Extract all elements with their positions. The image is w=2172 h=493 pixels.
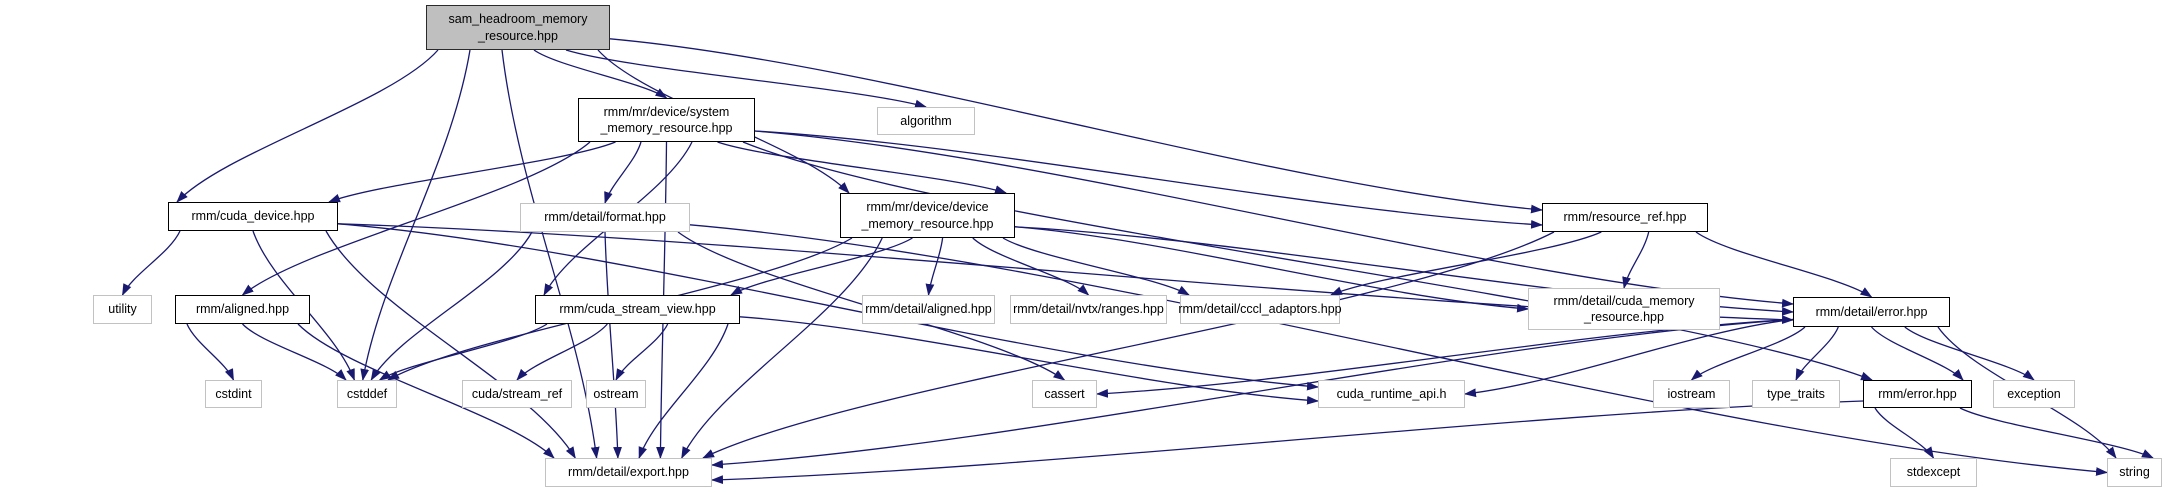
node-cassert[interactable]: cassert — [1032, 380, 1097, 408]
node-string[interactable]: string — [2107, 458, 2162, 487]
edge-cuda_device-to-utility — [121, 230, 181, 296]
edge-device_mr-to-nvtx — [972, 237, 1090, 296]
edge-resource_ref-to-cuda_mem — [1622, 231, 1650, 289]
node-aligned[interactable]: rmm/aligned.hpp — [175, 295, 310, 324]
edge-system-to-format — [604, 141, 642, 204]
edge-sam-to-cstddef — [360, 49, 471, 381]
edge-device_mr-to-stream_view — [730, 237, 913, 296]
node-label: rmm/mr/device/device _memory_resource.hp… — [861, 200, 994, 231]
edge-det_error-to-rmm_error — [1871, 326, 1964, 381]
edge-det_error-to-export — [711, 318, 1794, 469]
node-label: rmm/detail/error.hpp — [1815, 304, 1928, 319]
node-det-error[interactable]: rmm/detail/error.hpp — [1793, 297, 1950, 327]
edge-system-to-device_mr — [717, 141, 1007, 194]
node-label: rmm/detail/cccl_adaptors.hpp — [1178, 302, 1342, 317]
node-label: cstddef — [346, 386, 388, 401]
node-label: rmm/detail/aligned.hpp — [865, 302, 992, 317]
edge-aligned-to-cstdint — [186, 323, 235, 381]
node-label: cassert — [1044, 386, 1085, 401]
node-format[interactable]: rmm/detail/format.hpp — [520, 203, 690, 232]
node-label: sam_headroom_memory _resource.hpp — [448, 12, 588, 43]
node-nvtx[interactable]: rmm/detail/nvtx/ranges.hpp — [1010, 295, 1167, 324]
node-label: rmm/detail/nvtx/ranges.hpp — [1013, 302, 1164, 317]
node-iostream[interactable]: iostream — [1653, 380, 1730, 408]
edge-det_error-to-exception — [1904, 326, 2035, 381]
edge-stream_view-to-cstddef — [378, 323, 548, 381]
node-label: cstdint — [215, 386, 252, 401]
edge-format-to-string — [689, 224, 2108, 476]
edge-det_error-to-type_traits — [1795, 326, 1839, 381]
node-label: rmm/resource_ref.hpp — [1563, 210, 1687, 225]
node-system[interactable]: rmm/mr/device/system _memory_resource.hp… — [578, 98, 755, 142]
edge-cuda_device-to-cuda_runtime — [337, 223, 1319, 391]
node-cstddef[interactable]: cstddef — [337, 380, 397, 408]
node-cuda-mem[interactable]: rmm/detail/cuda_memory _resource.hpp — [1528, 288, 1720, 330]
node-cstdint[interactable]: cstdint — [205, 380, 262, 408]
edge-rmm_error-to-stdexcept — [1874, 407, 1935, 459]
edge-format-to-export — [604, 231, 622, 459]
node-label: rmm/detail/cuda_memory _resource.hpp — [1553, 293, 1695, 325]
node-stream-view[interactable]: rmm/cuda_stream_view.hpp — [535, 295, 740, 324]
edge-device_mr-to-det_aligned — [925, 237, 944, 296]
node-label: rmm/error.hpp — [1878, 386, 1957, 401]
edge-system-to-cuda_device — [328, 141, 616, 203]
node-stream-ref[interactable]: cuda/stream_ref — [462, 380, 572, 408]
node-label: ostream — [593, 386, 639, 401]
node-label: rmm/mr/device/system _memory_resource.hp… — [600, 104, 733, 136]
node-rmm-error[interactable]: rmm/error.hpp — [1863, 380, 1972, 408]
node-sam[interactable]: sam_headroom_memory _resource.hpp — [426, 5, 610, 50]
edge-det_error-to-cuda_runtime — [1464, 318, 1794, 398]
node-stdexcept[interactable]: stdexcept — [1890, 458, 1977, 487]
node-label: rmm/detail/format.hpp — [544, 210, 666, 225]
node-type-traits[interactable]: type_traits — [1752, 380, 1840, 408]
edge-cuda_device-to-export — [325, 230, 576, 459]
node-device-mr[interactable]: rmm/mr/device/device _memory_resource.hp… — [840, 193, 1015, 238]
edge-stream_view-to-cuda_runtime — [739, 316, 1319, 405]
edge-sam-to-system — [533, 49, 668, 99]
edge-sam-to-cuda_device — [176, 49, 439, 203]
node-utility[interactable]: utility — [93, 295, 152, 324]
node-label: cuda_runtime_api.h — [1336, 386, 1447, 401]
node-cuda-runtime[interactable]: cuda_runtime_api.h — [1318, 380, 1465, 408]
edge-resource_ref-to-cccl — [1330, 231, 1602, 296]
node-cccl[interactable]: rmm/detail/cccl_adaptors.hpp — [1178, 295, 1342, 324]
edge-format-to-cstddef — [370, 231, 533, 381]
edge-stream_view-to-ostream — [615, 323, 669, 381]
node-label: rmm/aligned.hpp — [195, 302, 290, 317]
edge-stream_view-to-export — [638, 323, 729, 459]
node-cuda-device[interactable]: rmm/cuda_device.hpp — [168, 202, 338, 231]
edge-rmm_error-to-string — [1959, 407, 2154, 459]
node-det-aligned[interactable]: rmm/detail/aligned.hpp — [862, 295, 995, 324]
node-label: exception — [2007, 386, 2061, 401]
edge-system-to-rmm_error — [742, 141, 1873, 381]
node-exception[interactable]: exception — [1993, 380, 2075, 408]
node-label: stdexcept — [1906, 465, 1961, 480]
node-label: utility — [108, 302, 137, 317]
edge-resource_ref-to-export — [702, 231, 1555, 459]
node-label: rmm/detail/export.hpp — [568, 465, 689, 480]
edge-det_error-to-iostream — [1690, 326, 1806, 381]
edge-device_mr-to-export — [681, 237, 883, 459]
node-label: iostream — [1667, 386, 1716, 401]
node-ostream[interactable]: ostream — [586, 380, 646, 408]
edge-device_mr-to-cccl — [1002, 237, 1190, 296]
node-label: string — [2119, 465, 2150, 480]
edge-aligned-to-cstddef — [242, 323, 347, 381]
node-label: algorithm — [900, 113, 952, 128]
node-label: cuda/stream_ref — [471, 386, 563, 401]
node-export[interactable]: rmm/detail/export.hpp — [545, 458, 712, 487]
node-label: rmm/cuda_stream_view.hpp — [559, 302, 716, 317]
node-algorithm[interactable]: algorithm — [877, 107, 975, 135]
edge-resource_ref-to-det_error — [1695, 231, 1873, 298]
node-resource-ref[interactable]: rmm/resource_ref.hpp — [1542, 203, 1708, 232]
node-label: rmm/cuda_device.hpp — [191, 209, 315, 224]
node-label: type_traits — [1767, 386, 1825, 401]
edge-stream_view-to-stream_ref — [516, 323, 608, 381]
edge-rmm_error-to-export — [711, 400, 1864, 485]
